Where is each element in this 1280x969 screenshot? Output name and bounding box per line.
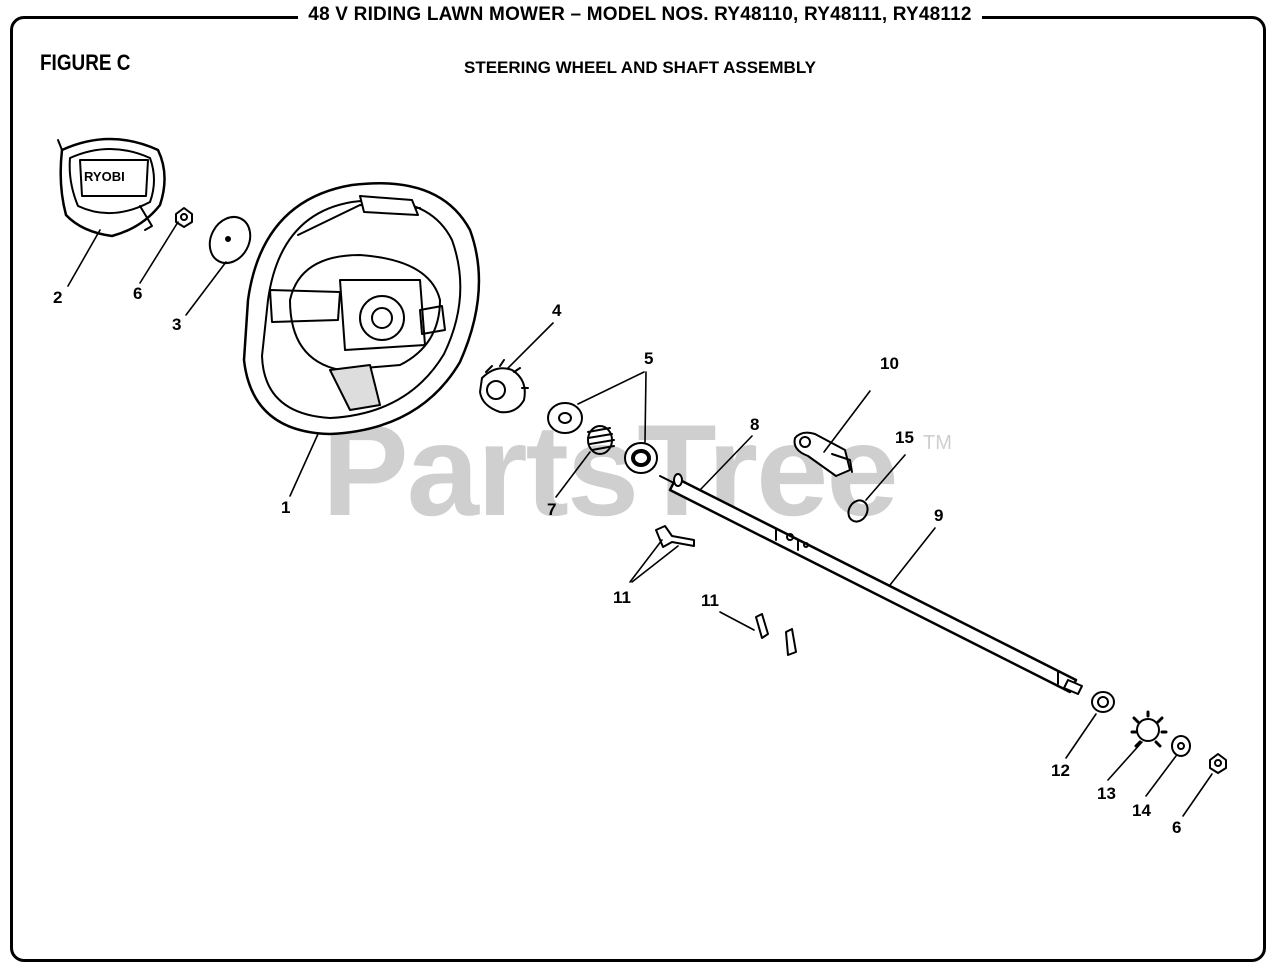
callout-14: 14 <box>1132 801 1151 820</box>
parts-tree-watermark: PartsTree <box>322 397 899 543</box>
part-hub[interactable] <box>479 359 529 414</box>
part-bolt-b[interactable] <box>755 613 797 656</box>
part-gear[interactable] <box>1130 710 1168 748</box>
callout-12: 12 <box>1051 761 1070 780</box>
part-steering-shaft[interactable] <box>659 473 1083 695</box>
callout-15: 15 <box>895 428 914 447</box>
callout-labels: 1 2 3 4 5 6 6 7 8 9 10 11 11 12 13 14 15 <box>53 284 1181 837</box>
callout-11-left: 11 <box>613 588 631 607</box>
callout-13: 13 <box>1097 784 1116 803</box>
callout-9: 9 <box>934 506 943 525</box>
callout-10: 10 <box>880 354 899 373</box>
ryobi-logo: RYOBI <box>84 169 125 184</box>
callout-6-top: 6 <box>133 284 142 303</box>
callout-11-right: 11 <box>701 591 719 610</box>
callout-8: 8 <box>750 415 759 434</box>
callout-3: 3 <box>172 315 181 334</box>
leader-lines <box>67 221 1213 817</box>
figure-label: FIGURE C <box>40 50 131 75</box>
watermark-trademark: TM <box>923 432 952 454</box>
header-title: 48 V RIDING LAWN MOWER – MODEL NOS. RY48… <box>0 4 1280 26</box>
part-steering-wheel[interactable] <box>242 181 481 436</box>
callout-2: 2 <box>53 288 62 307</box>
figure-caption: STEERING WHEEL AND SHAFT ASSEMBLY <box>464 58 816 77</box>
callout-5: 5 <box>644 349 653 368</box>
part-center-cap[interactable]: RYOBI <box>57 137 166 238</box>
part-washer-small[interactable] <box>1171 735 1191 757</box>
part-bolt-a[interactable] <box>655 525 695 548</box>
part-nut-top[interactable] <box>175 207 193 228</box>
part-spring[interactable] <box>587 425 615 455</box>
part-washer-b[interactable] <box>624 442 658 474</box>
part-nut-bottom[interactable] <box>1209 753 1227 774</box>
part-bracket[interactable] <box>793 431 853 477</box>
callout-4: 4 <box>552 301 562 320</box>
callout-7: 7 <box>547 500 556 519</box>
part-washer-a[interactable] <box>547 402 583 434</box>
callout-6-bottom: 6 <box>1172 818 1181 837</box>
part-bushing[interactable] <box>1091 691 1115 713</box>
callout-1: 1 <box>281 498 290 517</box>
part-plate[interactable] <box>202 210 258 270</box>
part-ring[interactable] <box>845 497 872 525</box>
